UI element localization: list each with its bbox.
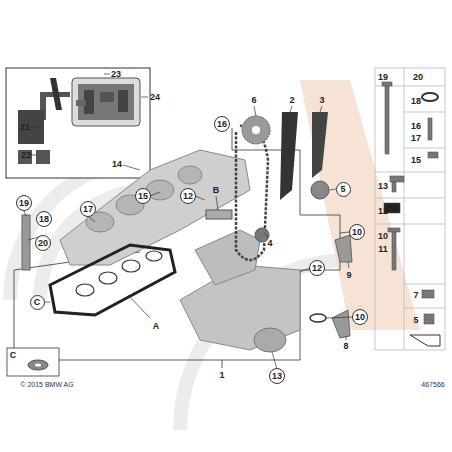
- callout-number: 19: [16, 195, 32, 211]
- callout-number: 8: [343, 342, 348, 351]
- callout-number: 20: [35, 235, 51, 251]
- callout-number: 9: [346, 271, 351, 280]
- callout-number: 3: [319, 96, 324, 105]
- credit-note: 467566: [421, 381, 444, 388]
- callout-number: 19: [378, 73, 388, 82]
- callout-number: 10: [349, 224, 365, 240]
- callout-number: 24: [150, 93, 160, 102]
- callout-number: 12: [180, 188, 196, 204]
- callout-number: 10: [378, 232, 388, 241]
- callout-number: C: [10, 351, 17, 360]
- callout-number: 1: [219, 371, 224, 380]
- credit-note: © 2015 BMW AG: [20, 381, 73, 388]
- callout-number: 11: [378, 245, 388, 254]
- callout-number: 18: [36, 211, 52, 227]
- callout-number: 17: [80, 201, 96, 217]
- callout-number: 21: [20, 123, 30, 132]
- callout-number: 13: [378, 182, 388, 191]
- callout-number: 4: [267, 239, 272, 248]
- callout-number: 16: [214, 116, 230, 132]
- callout-number: 15: [411, 156, 421, 165]
- callout-number: 7: [413, 291, 418, 300]
- callout-number: 17: [411, 134, 421, 143]
- callout-number: 6: [251, 96, 256, 105]
- callout-number: A: [153, 322, 160, 331]
- callout-number: 22: [21, 151, 31, 160]
- callout-number: 20: [413, 73, 423, 82]
- callout-number: 14: [112, 160, 122, 169]
- callout-number: 23: [111, 70, 121, 79]
- callout-number: 15: [135, 188, 151, 204]
- callout-number: 12: [378, 207, 388, 216]
- callout-number: 2: [289, 96, 294, 105]
- callout-number: 5: [336, 182, 351, 197]
- callout-number: C: [30, 295, 45, 310]
- callout-number: 16: [411, 122, 421, 131]
- callout-number: 12: [309, 260, 325, 276]
- callout-number: 13: [269, 368, 285, 384]
- callout-number: B: [213, 186, 220, 195]
- callout-number: 10: [352, 309, 368, 325]
- callout-number: 18: [411, 97, 421, 106]
- callout-number: 5: [413, 316, 418, 325]
